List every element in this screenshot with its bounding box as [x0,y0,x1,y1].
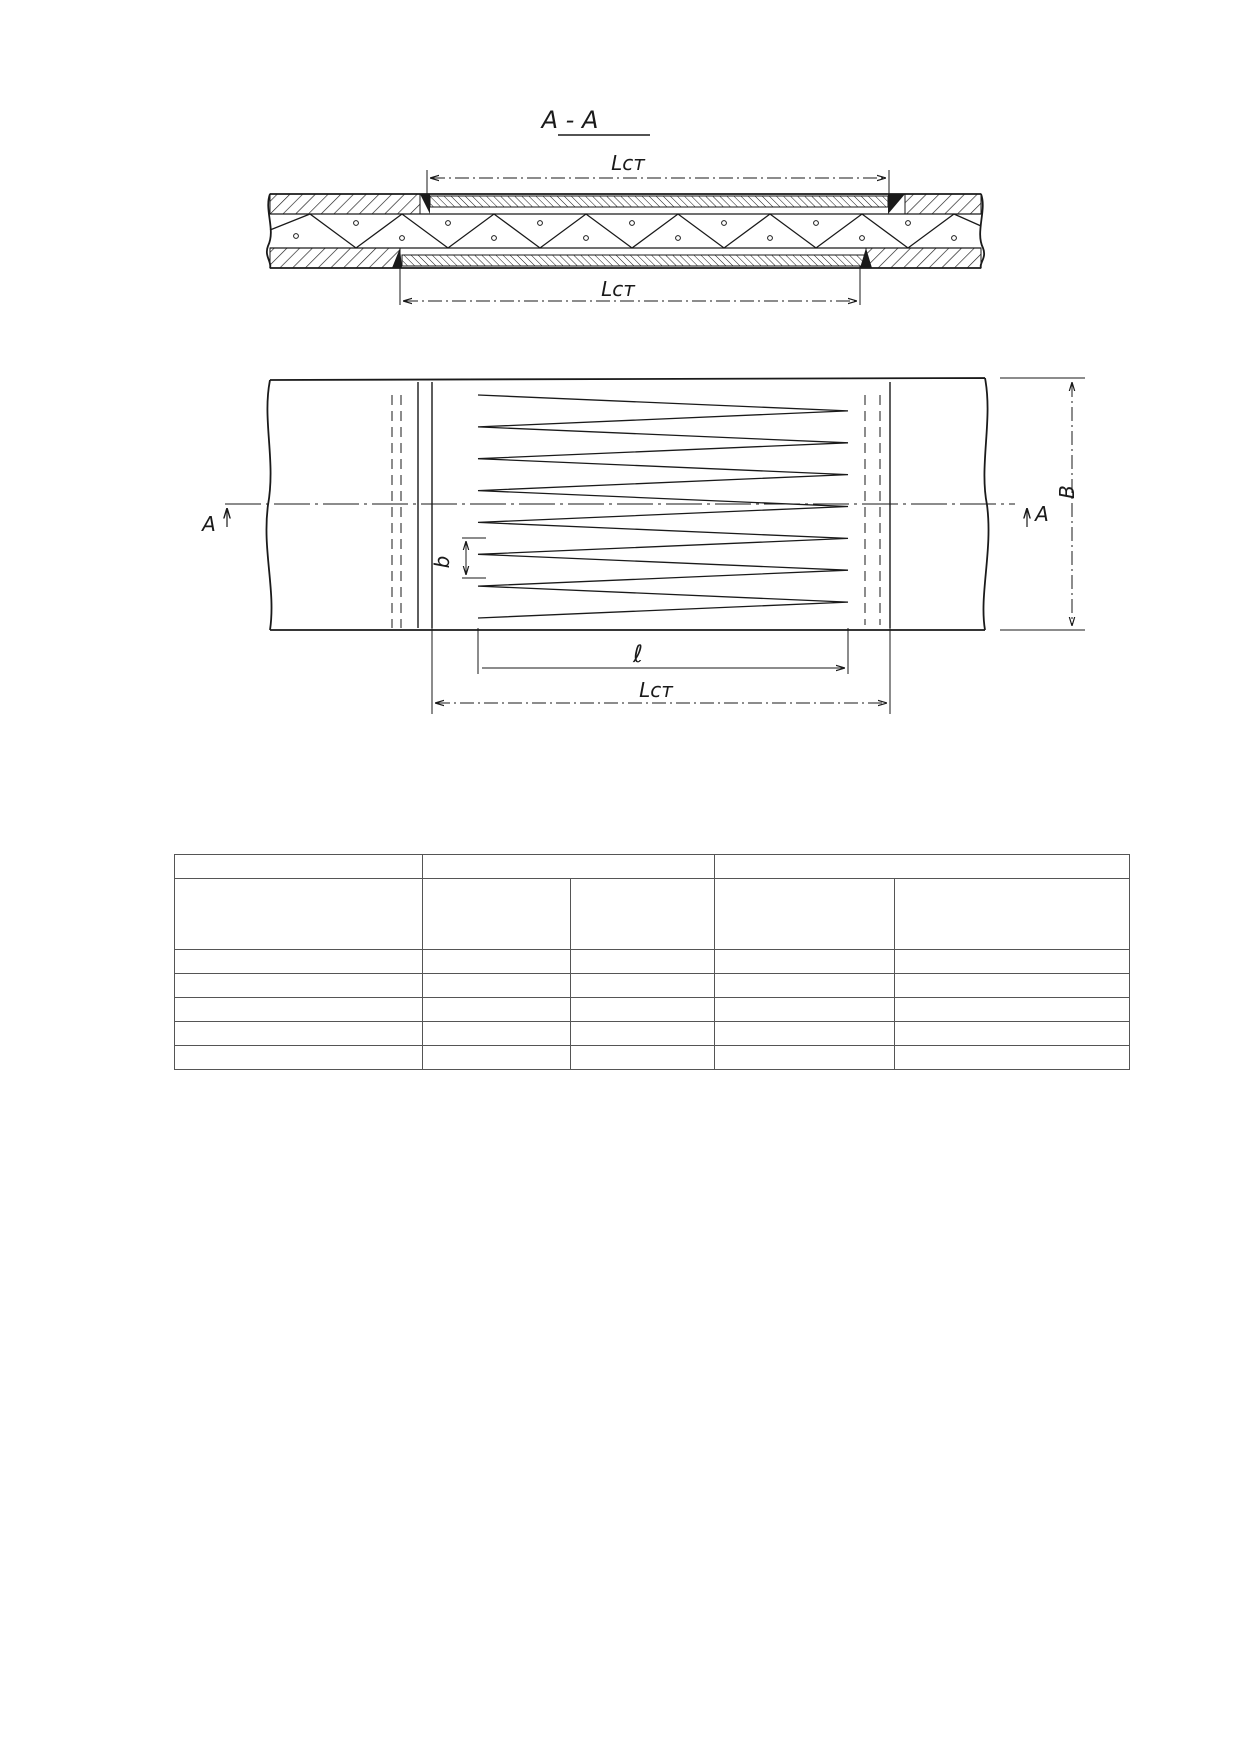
table-cell [714,997,895,1022]
tooth-length-label: ℓ [632,640,643,668]
table-cell [570,949,715,974]
table-cell [894,973,1130,998]
width-label: B [1055,485,1079,499]
table-cell [714,1045,895,1070]
table-row [174,997,1130,1022]
table-cell [174,973,423,998]
bottom-splice-strip [401,254,867,267]
table-cell [422,1045,571,1070]
section-mark-right: A [1033,502,1049,526]
belt-plan-outline [265,377,990,631]
bottom-dim-label: Lст [601,277,636,301]
table-subheader-row [174,878,1130,950]
table-cell [174,1021,423,1046]
spec-table [174,854,1130,1070]
section-mark-left: A [200,512,216,536]
table-cell [174,949,423,974]
top-dim-label: Lст [611,151,646,175]
table-cell [570,1021,715,1046]
table-cell [570,878,715,950]
table-cell [422,878,571,950]
table-cell [422,1021,571,1046]
table-cell [570,973,715,998]
tooth-pitch-label: b [430,556,454,569]
table-cell [422,854,715,879]
table-row [174,973,1130,998]
table-cell [174,997,423,1022]
table-cell [570,1045,715,1070]
belt-section-outline [266,193,985,269]
table-cell [894,878,1130,950]
table-cell [174,1045,423,1070]
table-cell [714,854,1130,879]
table-cell [894,1021,1130,1046]
top-splice-bevel-right [888,194,905,214]
section-view: A - A Lст [266,106,985,305]
table-cell [174,878,423,950]
section-title: A - A [540,106,599,134]
table-cell [570,997,715,1022]
bottom-splice-bevel-right [860,248,872,268]
table-cell [894,997,1130,1022]
table-cell [422,949,571,974]
table-cell [422,997,571,1022]
table-cell [714,878,895,950]
table-row [174,949,1130,974]
table-cell [714,973,895,998]
table-cell [422,973,571,998]
carcass-dots [293,220,957,241]
bottom-cover-right [865,247,982,269]
joint-length-label: Lст [639,678,674,702]
table-cell [894,949,1130,974]
plan-view: A A B b ℓ Lст [200,377,1085,714]
bottom-splice-bevel-left [392,248,402,268]
top-cover-right [904,193,982,215]
table-cell [714,1021,895,1046]
table-cell [894,1045,1130,1070]
table-header-row [174,854,1130,879]
finger-teeth [477,394,849,619]
table-cell [714,949,895,974]
section-zigzag [269,213,982,249]
table-cell [174,854,423,879]
bottom-cover-left [269,247,401,269]
top-cover-left [269,193,421,215]
top-splice-bevel-left [420,194,430,214]
top-splice-strip [429,195,889,208]
table-row [174,1021,1130,1046]
table-row [174,1045,1130,1070]
